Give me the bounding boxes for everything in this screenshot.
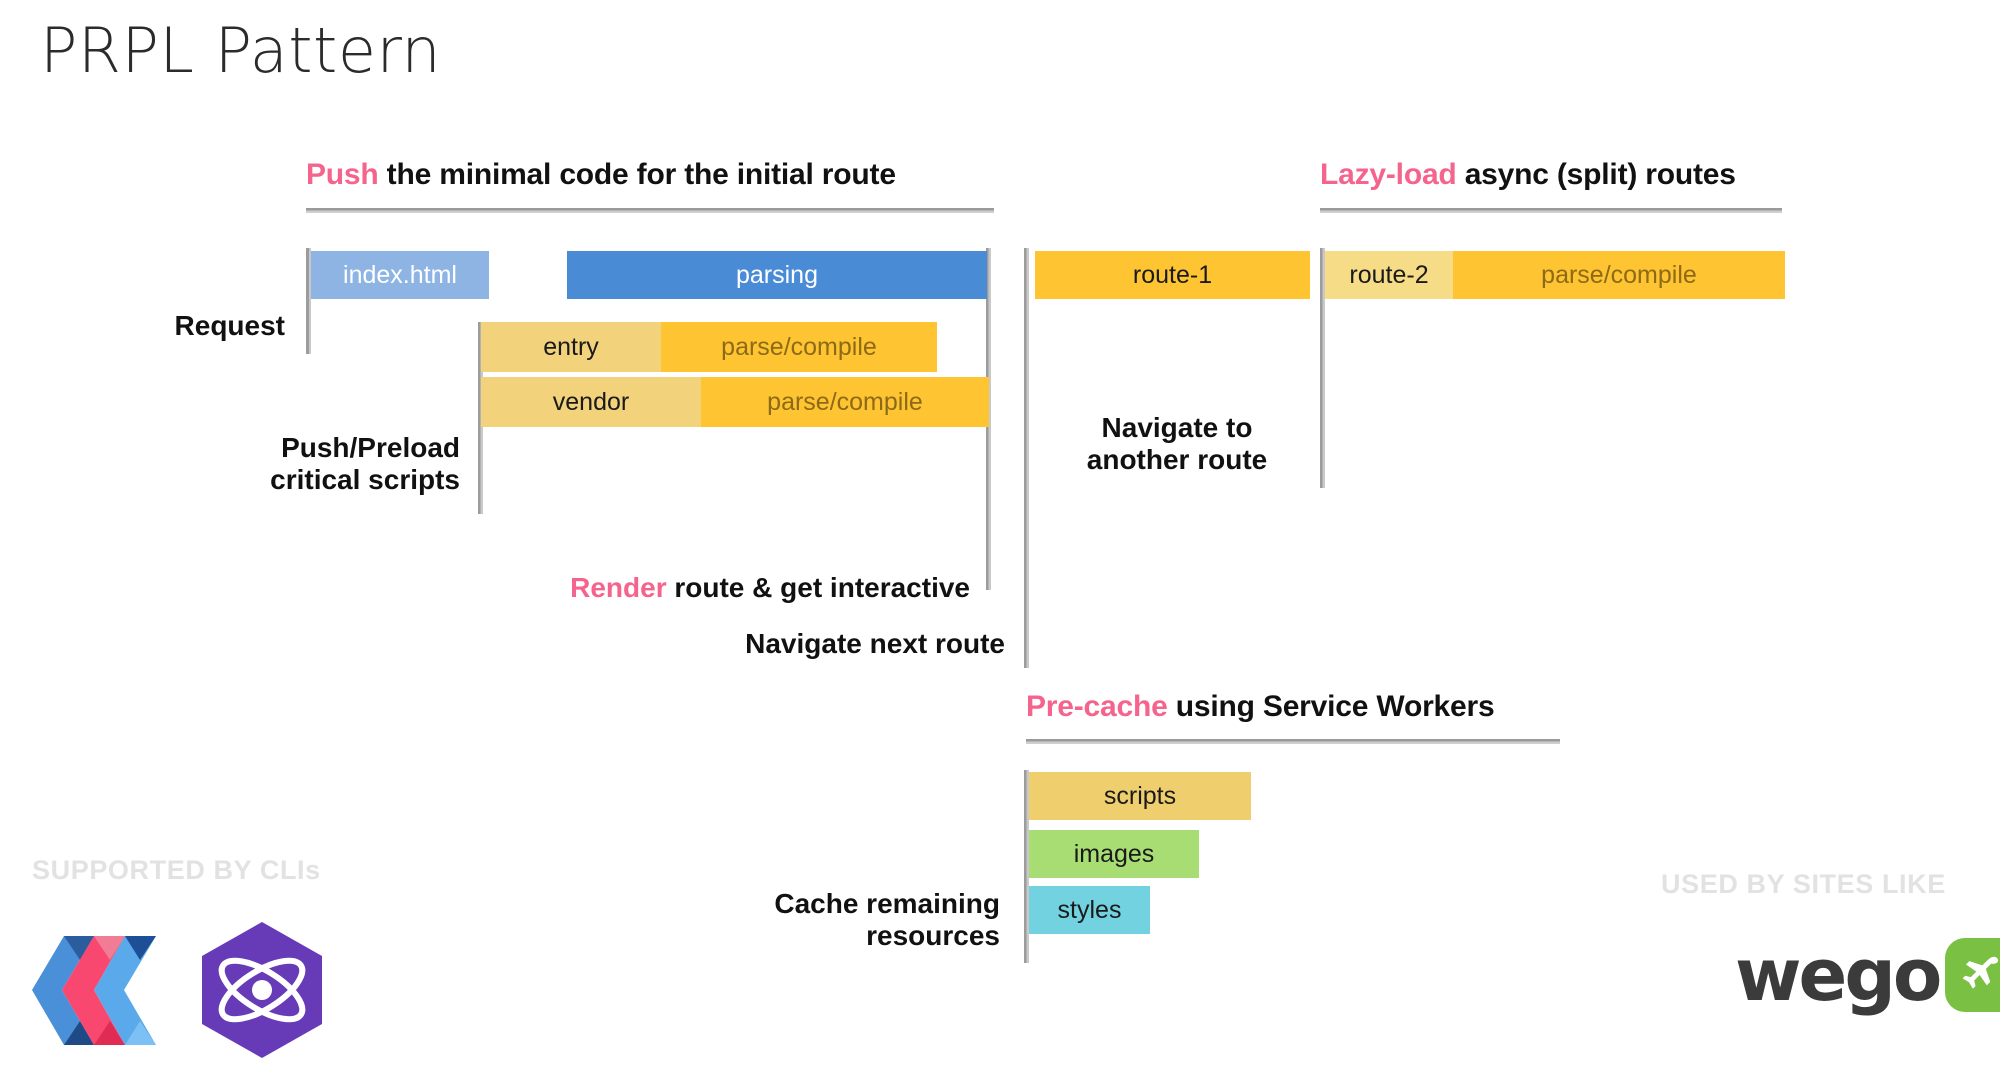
airplane-icon <box>1962 956 1999 989</box>
push-heading-rest: the minimal code for the initial route <box>378 158 896 191</box>
bar-parsing: parsing <box>567 251 987 299</box>
wego-wordmark: wego <box>1735 933 1942 1017</box>
cache-timeline-marker <box>1024 770 1029 963</box>
push-preload-timeline-marker <box>478 322 483 514</box>
bar-segment-route-2-parse-compile: parse/compile <box>1453 251 1785 299</box>
bar-segment-styles: styles <box>1029 886 1150 934</box>
bar-scripts: scripts <box>1029 772 1251 820</box>
navigate-next-timeline-marker <box>1024 248 1029 668</box>
bar-styles: styles <box>1029 886 1150 934</box>
supported-by-clis-caption: SUPPORTED BY CLIs <box>32 855 321 885</box>
precache-heading-highlight: Pre-cache <box>1026 690 1168 723</box>
lazyload-heading-rest: async (split) routes <box>1456 158 1736 191</box>
precache-section-heading: Pre-cache using Service Workers <box>1026 690 1495 724</box>
bar-segment-vendor-parse-compile: parse/compile <box>701 377 989 427</box>
polymer-logo-icon <box>32 928 162 1053</box>
push-heading-highlight: Push <box>306 158 379 191</box>
render-label-rest: route & get interactive <box>666 572 970 604</box>
bar-route-2: route-2 parse/compile <box>1325 251 1785 299</box>
bar-entry: entry parse/compile <box>481 322 937 372</box>
request-timeline-marker <box>306 248 311 354</box>
bar-route-1: route-1 <box>1035 251 1310 299</box>
lazyload-section-rule <box>1320 208 1782 213</box>
render-label-highlight: Render <box>570 572 667 604</box>
bar-segment-entry-parse-compile: parse/compile <box>661 322 937 372</box>
precache-section-rule <box>1026 739 1560 744</box>
bar-segment-entry: entry <box>481 322 661 372</box>
wego-badge-icon <box>1945 938 2000 1012</box>
used-by-sites-like-caption: USED BY SITES LIKE <box>1661 869 1946 899</box>
bar-segment-vendor: vendor <box>481 377 701 427</box>
wego-logo: wego <box>1735 938 2000 1012</box>
bar-vendor: vendor parse/compile <box>481 377 989 427</box>
bar-segment-route-2: route-2 <box>1325 251 1453 299</box>
label-cache-remaining: Cache remaining resources <box>774 888 1000 952</box>
label-render-route: Render route & get interactive <box>430 540 970 605</box>
lazyload-section-heading: Lazy-load async (split) routes <box>1320 158 1736 192</box>
push-section-heading: Push the minimal code for the initial ro… <box>306 158 896 192</box>
precache-heading-rest: using Service Workers <box>1167 690 1495 723</box>
preact-logo-icon <box>198 920 326 1060</box>
lazyload-heading-highlight: Lazy-load <box>1320 158 1457 191</box>
bar-segment-parsing: parsing <box>567 251 987 299</box>
bar-segment-index-html: index.html <box>311 251 489 299</box>
page-title: PRPL Pattern <box>40 14 442 87</box>
bar-index-html: index.html <box>311 251 489 299</box>
route-2-timeline-marker <box>1320 248 1325 488</box>
label-request: Request <box>174 310 285 341</box>
bar-segment-route-1: route-1 <box>1035 251 1310 299</box>
label-navigate-next-route: Navigate next route <box>745 628 1005 659</box>
label-navigate-another-route: Navigate to another route <box>1086 412 1268 476</box>
bar-images: images <box>1029 830 1199 878</box>
push-section-rule <box>306 208 994 213</box>
label-push-preload: Push/Preload critical scripts <box>270 432 460 496</box>
bar-segment-images: images <box>1029 830 1199 878</box>
bar-segment-scripts: scripts <box>1029 772 1251 820</box>
